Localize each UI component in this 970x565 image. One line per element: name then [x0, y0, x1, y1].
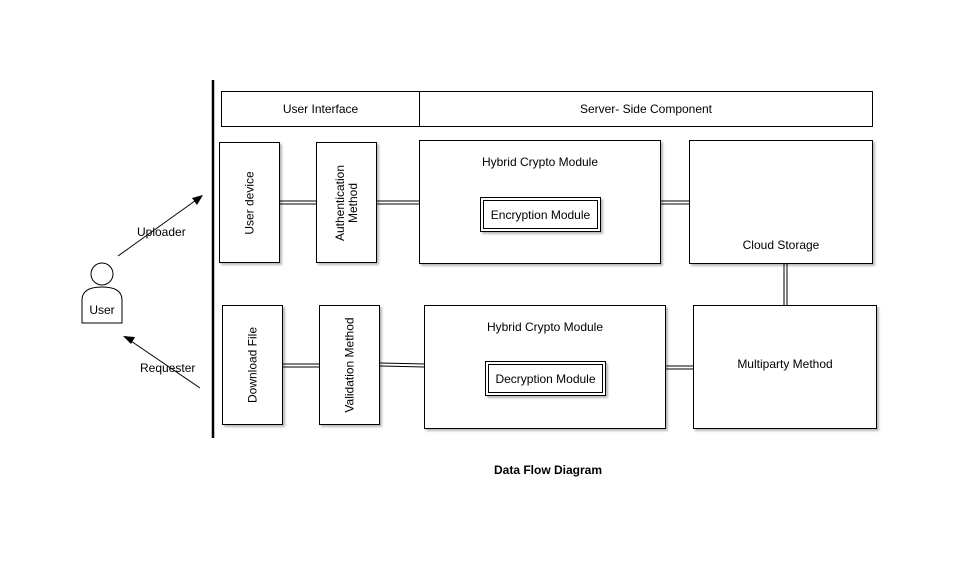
- user-label: User: [89, 303, 115, 317]
- uploader-arrow: [117, 197, 200, 257]
- requester-arrowhead: [123, 336, 135, 344]
- multiparty-method-box: Multiparty Method: [693, 305, 877, 429]
- uploader-arrowhead: [192, 195, 203, 205]
- uploader-label: Uploader: [137, 225, 186, 239]
- diagram-caption: Data Flow Diagram: [493, 463, 603, 477]
- hybrid-crypto-module-download: Hybrid Crypto Module Decryption Module: [424, 305, 666, 429]
- crypto-title-download: Hybrid Crypto Module: [486, 320, 604, 334]
- cloud-storage-label: Cloud Storage: [742, 238, 820, 252]
- server-side-header: Server- Side Component: [419, 91, 873, 127]
- user-interface-header: User Interface: [221, 91, 420, 127]
- auth-label-line1: Authentication: [332, 164, 347, 241]
- validation-method-box: Validation Method: [319, 305, 380, 425]
- encryption-module-box: Encryption Module: [480, 197, 601, 232]
- download-file-box: Download File: [222, 305, 283, 425]
- user-actor-icon: [81, 262, 123, 324]
- user-device-box: User device: [219, 142, 280, 263]
- authentication-method-box: Authentication Method: [316, 142, 377, 263]
- auth-label-line2: Method: [345, 182, 360, 223]
- crypto-title-upload: Hybrid Crypto Module: [481, 155, 599, 169]
- requester-label: Requester: [140, 361, 196, 375]
- hybrid-crypto-module-upload: Hybrid Crypto Module Encryption Module: [419, 140, 661, 264]
- decryption-module-box: Decryption Module: [485, 361, 606, 396]
- requester-arrow: [127, 338, 201, 389]
- cloud-storage-box: Cloud Storage: [689, 140, 873, 264]
